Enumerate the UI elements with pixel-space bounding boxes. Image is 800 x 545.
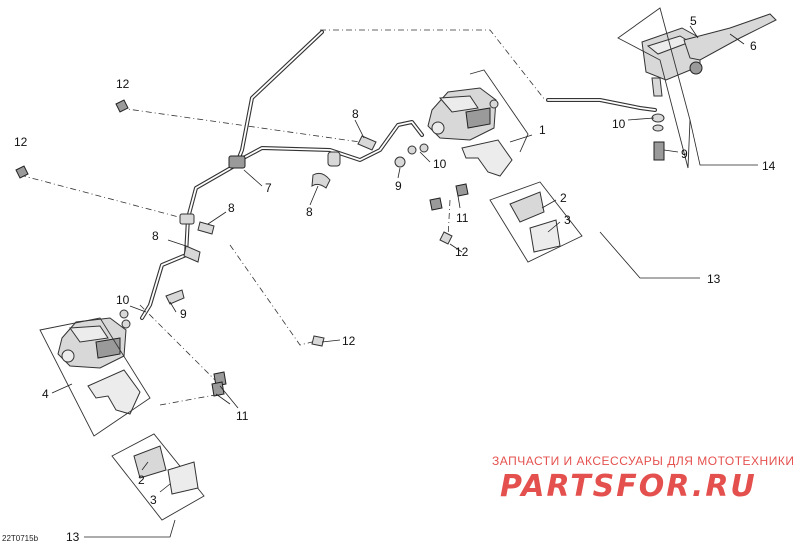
nut-12-upper xyxy=(115,99,129,113)
callout-2-left: 2 xyxy=(138,473,145,487)
watermark-brand: PARTSFOR.RU xyxy=(500,469,757,504)
callout-7: 7 xyxy=(265,181,272,195)
callout-8-left: 8 xyxy=(228,201,235,215)
callout-3-left: 3 xyxy=(150,493,157,507)
right-brake-pad-frame xyxy=(489,181,583,263)
callout-8-upper: 8 xyxy=(352,107,359,121)
callout-13-left: 13 xyxy=(66,530,80,544)
hose-clamps xyxy=(179,135,377,263)
callout-12-lower: 12 xyxy=(342,334,356,348)
callout-4: 4 xyxy=(42,387,49,401)
callout-6: 6 xyxy=(750,39,757,53)
callout-3-right: 3 xyxy=(564,213,571,227)
callout-12-left: 12 xyxy=(14,135,28,149)
left-caliper-fittings xyxy=(119,289,325,397)
callout-13-right: 13 xyxy=(707,272,721,286)
callout-11-left: 11 xyxy=(236,409,249,423)
hose-clamp-middle xyxy=(311,172,331,189)
right-caliper-bolts xyxy=(394,143,469,245)
callout-14: 14 xyxy=(762,159,776,173)
watermark-slogan: ЗАПЧАСТИ И АКСЕССУАРЫ ДЛЯ МОТОТЕХНИКИ xyxy=(492,454,794,468)
callout-9-left: 9 xyxy=(180,307,187,321)
right-brake-caliper xyxy=(427,87,513,177)
left-brake-caliper xyxy=(57,317,141,415)
callout-2-right: 2 xyxy=(560,191,567,205)
hose-clamp-left xyxy=(197,221,215,235)
right-caliper-bracket xyxy=(461,139,513,177)
figure-code: 22T0715b xyxy=(2,534,39,543)
master-cylinder-fittings xyxy=(651,113,665,161)
leader-lines xyxy=(51,25,758,538)
left-caliper-frame xyxy=(39,317,151,437)
callout-labels: 1 5 6 7 8 8 8 8 9 9 9 10 10 10 11 11 12 … xyxy=(14,14,776,544)
callout-9-center: 9 xyxy=(395,179,402,193)
left-caliper-bracket xyxy=(87,369,141,415)
brake-hose xyxy=(140,30,657,320)
watermark: ЗАПЧАСТИ И АКСЕССУАРЫ ДЛЯ МОТОТЕХНИКИ PA… xyxy=(492,454,794,504)
right-caliper-frame xyxy=(469,69,529,153)
callout-12-upper: 12 xyxy=(116,77,130,91)
standalone-nuts xyxy=(15,99,129,179)
master-cylinder-assembly xyxy=(641,13,777,97)
callout-5: 5 xyxy=(690,14,697,28)
callout-8-middle: 8 xyxy=(306,205,313,219)
callout-9-right: 9 xyxy=(681,147,688,161)
callout-11-right: 11 xyxy=(456,211,469,225)
brake-lever xyxy=(683,13,777,61)
callout-1: 1 xyxy=(539,123,546,137)
hose-clip xyxy=(179,213,195,225)
right-brake-pads xyxy=(509,191,561,253)
hose-grommet xyxy=(327,151,341,167)
hose-clamp-lower xyxy=(183,245,201,263)
callout-10-center: 10 xyxy=(433,157,447,171)
hose-clamp-upper xyxy=(357,135,377,151)
callout-12-right: 12 xyxy=(455,245,469,259)
callout-10-left: 10 xyxy=(116,293,130,307)
callout-10-right: 10 xyxy=(612,117,626,131)
hose-junction-block xyxy=(228,155,246,169)
master-cylinder-frame xyxy=(617,7,691,169)
nut-12-left xyxy=(15,165,29,179)
left-brake-pad-frame xyxy=(111,433,205,521)
callout-8-lower: 8 xyxy=(152,229,159,243)
